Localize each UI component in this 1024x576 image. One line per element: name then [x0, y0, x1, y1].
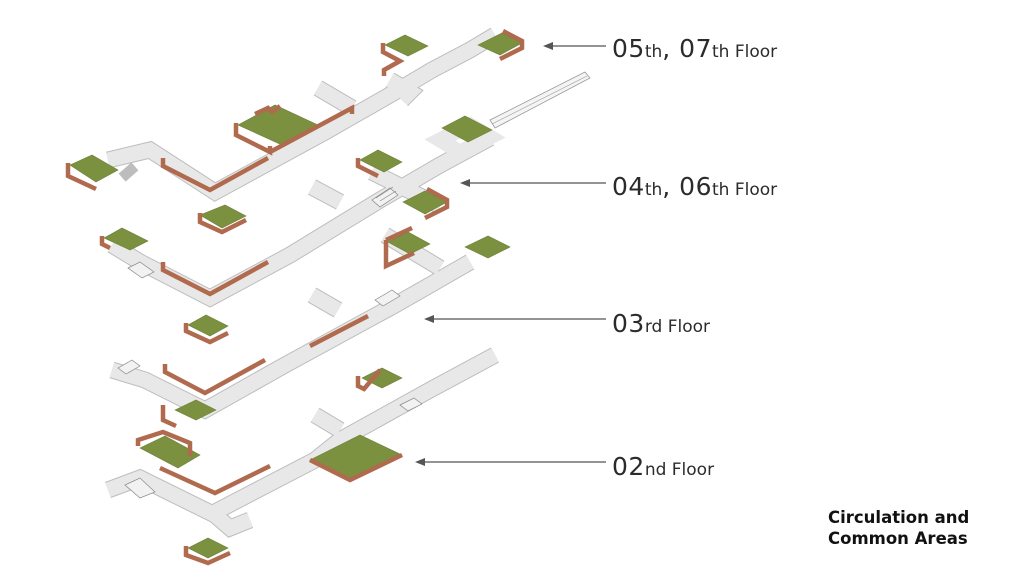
label-floor-05-07: 05th, 07th Floor: [612, 36, 777, 61]
label-floor-04-06: 04th, 06th Floor: [612, 174, 777, 199]
label-floor-02: 02nd Floor: [612, 454, 714, 479]
caption-line-2: Common Areas: [828, 529, 968, 548]
stair-icon: [124, 397, 423, 499]
floor-number: 02: [612, 452, 645, 481]
floor-suffix: rd Floor: [644, 317, 710, 337]
separator: ,: [662, 172, 680, 201]
floor-plan-03: [109, 225, 511, 429]
floor-number: 05: [612, 34, 645, 63]
stair-icon: [127, 186, 399, 279]
floor-number: 03: [612, 309, 645, 338]
floor-plan-05-07: [65, 27, 525, 235]
floor-suffix: th Floor: [711, 180, 778, 200]
floor-plan-02: [105, 347, 500, 566]
label-arrows: [415, 42, 606, 466]
floor-suffix: th Floor: [711, 42, 778, 62]
floor-plan-04-06: [99, 71, 591, 345]
floor-number: 04: [612, 172, 645, 201]
floor-suffix: nd Floor: [644, 460, 715, 480]
floor-suffix: th: [644, 42, 663, 62]
separator: ,: [662, 34, 680, 63]
caption-line-1: Circulation and: [828, 508, 970, 527]
stair-icon: [117, 289, 401, 375]
floor-suffix: th: [644, 180, 663, 200]
diagram-caption: Circulation and Common Areas: [828, 507, 969, 549]
floor-number: 06: [679, 172, 712, 201]
label-floor-03: 03rd Floor: [612, 311, 710, 336]
floor-number: 07: [679, 34, 712, 63]
